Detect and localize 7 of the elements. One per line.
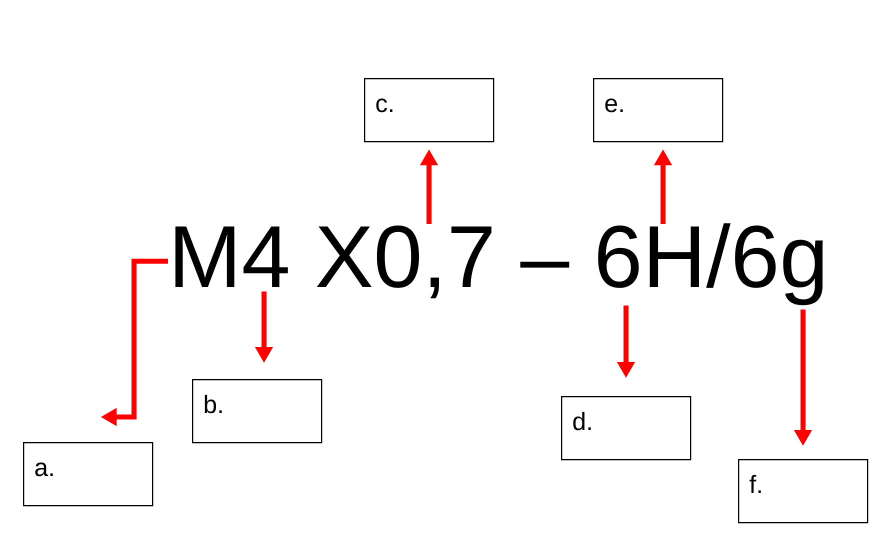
answer-box: b.: [192, 379, 322, 444]
answer-box: f.: [738, 459, 868, 524]
designation-text: M4 X0,7 – 6H/6g: [175, 223, 823, 306]
answer-box: e.: [593, 78, 724, 142]
answer-box: a.: [23, 442, 154, 506]
answer-box: d.: [561, 396, 692, 460]
answer-box: c.: [364, 78, 494, 142]
